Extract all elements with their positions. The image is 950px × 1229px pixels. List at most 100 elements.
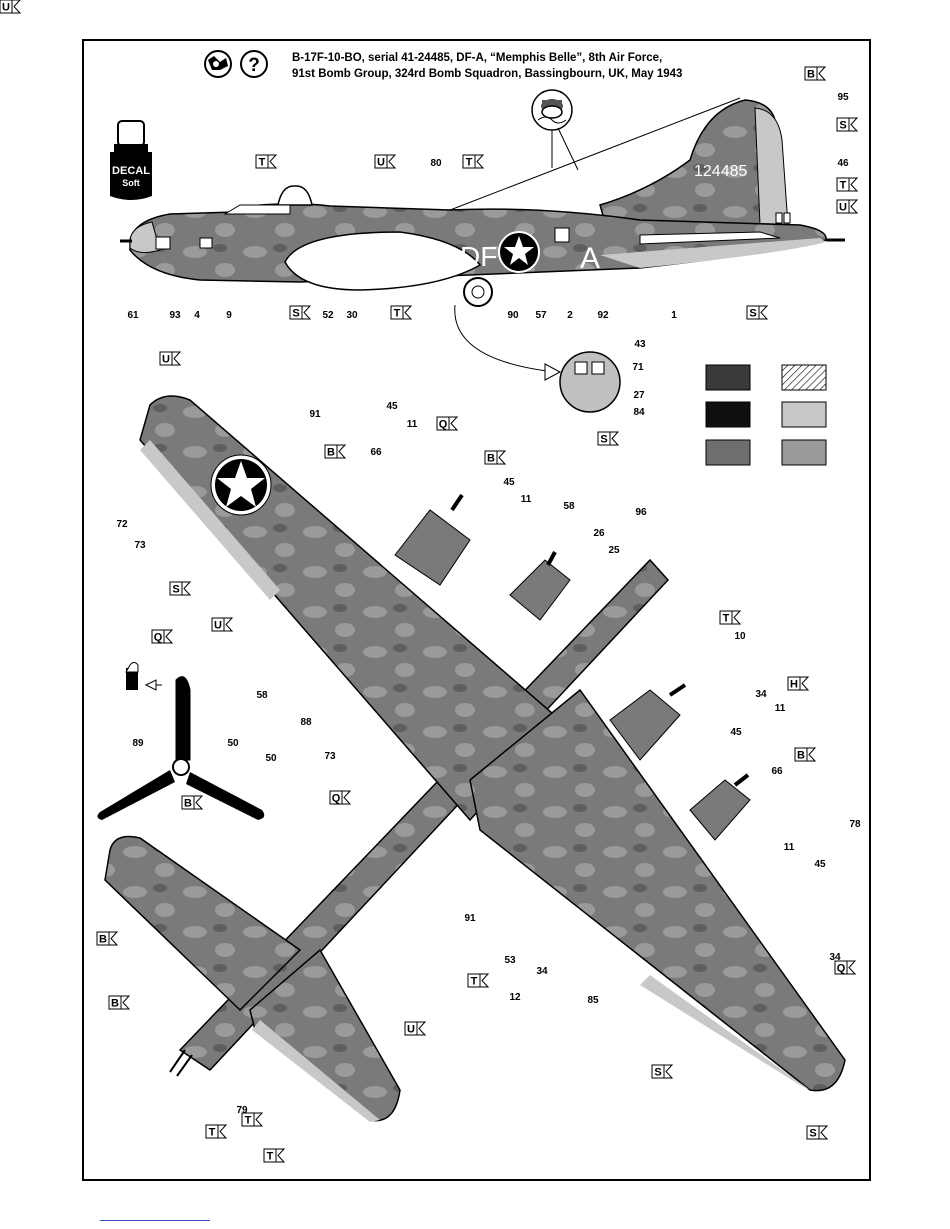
callout-plan-40: 91 (464, 913, 476, 924)
callout-plan-42: 53 (504, 955, 516, 966)
svg-text:T: T (267, 1151, 274, 1163)
decal-brand: DECAL (112, 165, 150, 177)
callout-side-0: B (804, 66, 827, 81)
callout-plan-44: 12 (509, 992, 521, 1003)
callout-side-3: 46 (837, 158, 849, 169)
callout-plan-36: 45 (814, 859, 826, 870)
callout-side-16: 30 (346, 310, 358, 321)
callout-side-14: S (289, 305, 312, 320)
svg-text:T: T (394, 308, 401, 320)
serial-number: 124485 (694, 163, 747, 180)
callout-plan-53: T (263, 1148, 286, 1163)
callout-plan-48: S (651, 1064, 674, 1079)
callout-plan-13: 26 (593, 528, 605, 539)
callout-side-7: U (374, 154, 397, 169)
svg-text:B: B (487, 453, 495, 465)
callout-plan-39: B (96, 931, 119, 946)
callout-plan-34: 78 (849, 819, 861, 830)
svg-text:U: U (214, 620, 222, 632)
callout-plan-0: U (159, 351, 182, 366)
callout-plan-27: B (794, 747, 817, 762)
svg-text:T: T (209, 1127, 216, 1139)
svg-text:T: T (840, 180, 847, 192)
callout-plan-14: 25 (608, 545, 620, 556)
callout-plan-24: 11 (775, 703, 786, 714)
callout-plan-12: 96 (635, 507, 647, 518)
callout-side-10: 61 (127, 310, 139, 321)
svg-text:B: B (99, 934, 107, 946)
code-letters-left: DF (460, 241, 497, 272)
callout-plan-26: 88 (300, 717, 312, 728)
callout-plan-7: B (324, 444, 347, 459)
svg-text:B: B (111, 998, 119, 1010)
callout-plan-20: Q (151, 629, 174, 644)
callout-side-15: 52 (322, 310, 334, 321)
svg-text:T: T (466, 157, 473, 169)
svg-text:U: U (407, 1024, 415, 1036)
svg-text:?: ? (248, 55, 260, 76)
callout-plan-25: 45 (730, 727, 742, 738)
svg-text:U: U (2, 2, 10, 14)
svg-text:H: H (790, 679, 798, 691)
page-title: B-17F-10-BO, serial 41-24485, DF-A, “Mem… (292, 50, 712, 82)
callout-plan-19: 10 (734, 631, 746, 642)
callout-side-20: 2 (567, 310, 573, 321)
decal-type: Soft (122, 178, 140, 188)
svg-text:Q: Q (439, 419, 448, 431)
callout-side-8: 80 (430, 158, 442, 169)
callout-plan-43: 34 (536, 966, 548, 977)
callout-side-6: T (255, 154, 278, 169)
callout-plan-45: 34 (829, 952, 841, 963)
callout-plan-28: 73 (324, 751, 336, 762)
callout-plan-37: 66 (771, 766, 783, 777)
callout-plan-41: T (467, 973, 490, 988)
callout-side-13: 9 (226, 310, 232, 321)
svg-text:S: S (809, 1128, 816, 1140)
callout-plan-52: 79 (236, 1105, 248, 1116)
callout-detail-1: 71 (632, 362, 644, 373)
decal-setting-icon (204, 50, 232, 78)
side-profile-view: DF A 124485 (120, 97, 845, 381)
svg-text:B: B (797, 750, 805, 762)
callout-plan-10: 11 (521, 494, 532, 505)
callout-plan-4: Q (436, 416, 459, 431)
callout-plan-21: H (787, 676, 810, 691)
svg-text:T: T (245, 1115, 252, 1127)
callout-plan-51: T (205, 1124, 228, 1139)
callout-side-2: S (836, 117, 859, 132)
callout-detail-4: S (597, 431, 620, 446)
callout-plan-50: T (241, 1112, 264, 1127)
callout-plan-3: 11 (407, 419, 418, 430)
callout-plan-22: 58 (256, 690, 268, 701)
wire-spool-icon (531, 89, 579, 171)
title-line-1: B-17F-10-BO, serial 41-24485, DF-A, “Mem… (292, 52, 663, 64)
svg-text:Q: Q (837, 963, 846, 975)
callout-plan-17: U (211, 617, 234, 632)
callout-plan-8: 45 (503, 477, 515, 488)
svg-text:B: B (807, 69, 815, 81)
footer-divider (100, 1220, 210, 1221)
svg-text:S: S (600, 434, 607, 446)
callout-detail-2: 27 (633, 390, 645, 401)
svg-text:S: S (172, 584, 179, 596)
svg-text:S: S (839, 120, 846, 132)
callout-plan-11: 58 (563, 501, 575, 512)
callout-plan-1: 91 (309, 409, 321, 420)
propeller-detail (97, 662, 265, 820)
callout-plan-55: U (0, 0, 22, 14)
code-letter-right: A (580, 242, 600, 275)
svg-text:B: B (184, 798, 192, 810)
decal-soft-bottle-icon: DECAL Soft (110, 120, 152, 200)
callout-side-22: 1 (671, 310, 677, 321)
svg-text:T: T (259, 157, 266, 169)
callout-plan-30: 50 (227, 738, 239, 749)
svg-text:Q: Q (332, 793, 341, 805)
callout-plan-46: 85 (587, 995, 599, 1006)
svg-text:S: S (654, 1067, 661, 1079)
callout-plan-5: B (484, 450, 507, 465)
svg-text:B: B (327, 447, 335, 459)
callout-side-5: U (836, 199, 859, 214)
callout-side-19: 57 (535, 310, 547, 321)
callout-detail-0: 43 (634, 339, 646, 350)
